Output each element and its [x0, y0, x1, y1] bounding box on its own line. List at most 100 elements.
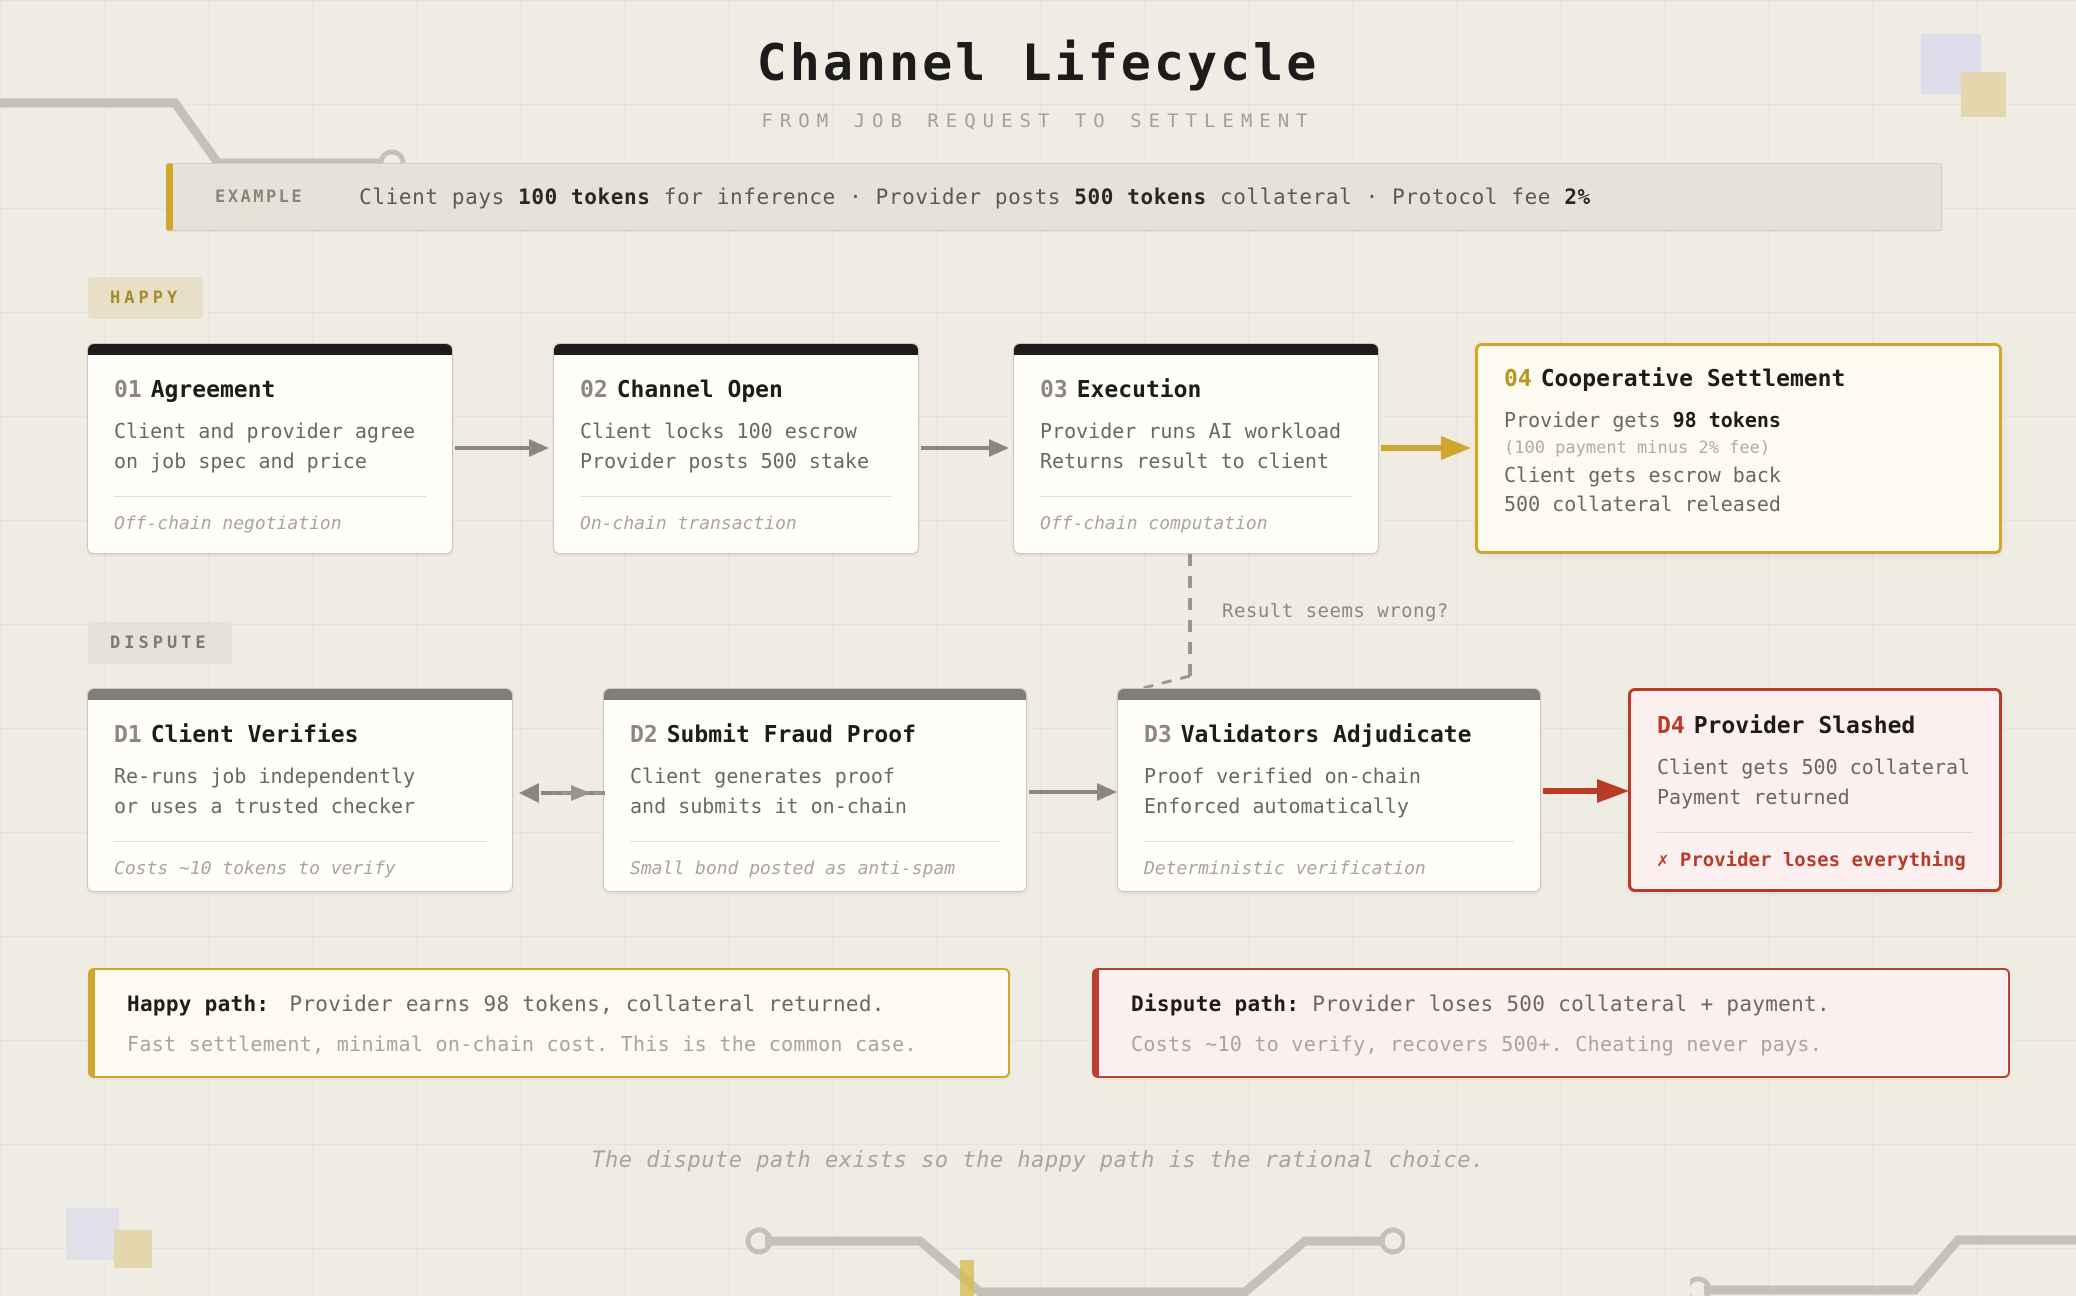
- card-line: Enforced automatically: [1144, 793, 1409, 818]
- card-number: D4: [1657, 713, 1685, 739]
- example-banner: EXAMPLE Client pays 100 tokens for infer…: [166, 163, 1942, 231]
- card-number: D3: [1144, 722, 1172, 748]
- decor-square-lavender-bottom: [66, 1208, 119, 1260]
- branch-label: Result seems wrong?: [1222, 600, 1449, 622]
- card-divider: [580, 496, 892, 498]
- card-title-text: Provider Slashed: [1693, 713, 1916, 739]
- card-line: Client and provider agree: [114, 419, 416, 443]
- card-title: 02 Channel Open: [580, 377, 892, 403]
- page-title: Channel Lifecycle: [756, 34, 1320, 92]
- card-title-text: Execution: [1076, 377, 1202, 403]
- summary-text: Provider loses 500 collateral + payment.: [1312, 992, 1830, 1016]
- card-accent-bar: [604, 689, 1026, 700]
- card-title-text: Validators Adjudicate: [1180, 722, 1472, 748]
- summary-happy-path: Happy path: Provider earns 98 tokens, col…: [88, 968, 1010, 1078]
- card-lines: Client generates proof and submits it on…: [630, 762, 1000, 821]
- arrow-03-to-04: [1381, 436, 1471, 460]
- card-divider: [1657, 832, 1973, 834]
- card-title: 03 Execution: [1040, 377, 1352, 403]
- card-title: D4 Provider Slashed: [1657, 713, 1973, 739]
- arrow-d2-to-d1: [519, 783, 605, 803]
- card-footnote: Small bond posted as anti-spam: [630, 858, 956, 880]
- card-line: Client generates proof: [630, 764, 895, 788]
- card-line: PProvider gets 98 tokens: [1504, 408, 1781, 432]
- card-line: Returns result to client: [1040, 448, 1329, 473]
- card-accent-bar: [88, 689, 512, 700]
- card-lines: PProvider gets 98 tokens (100 payment mi…: [1504, 406, 1973, 520]
- card-number: D2: [630, 722, 658, 748]
- card-number: 04: [1504, 366, 1532, 392]
- circuit-trace-bottom-right: [1690, 1235, 2076, 1296]
- card-footnote: Off-chain computation: [1040, 513, 1268, 535]
- card-validators-adjudicate[interactable]: D3 Validators Adjudicate Proof verified o…: [1117, 688, 1541, 892]
- summary-line-1: Dispute path: Provider loses 500 collate…: [1131, 992, 1976, 1016]
- card-channel-open[interactable]: 02 Channel Open Client locks 100 escrow P…: [553, 343, 919, 554]
- arrow-02-to-03: [921, 439, 1009, 457]
- card-divider: [114, 841, 486, 843]
- card-divider: [630, 841, 1000, 843]
- decor-square-sand-bottom: [114, 1230, 152, 1268]
- header: Channel Lifecycle FROM JOB REQUEST TO SE…: [0, 34, 2076, 132]
- card-line: 500 collateral released: [1504, 492, 1781, 517]
- card-divider: [1040, 496, 1352, 498]
- card-divider: [114, 496, 426, 498]
- card-line: Provider runs AI workload: [1040, 419, 1342, 443]
- card-lines: Proof verified on-chain Enforced automat…: [1144, 762, 1514, 821]
- example-text: Client pays 100 tokens for inference · P…: [359, 185, 1591, 209]
- card-footnote: Costs ~10 tokens to verify: [114, 858, 396, 880]
- summary-label: Dispute path:: [1131, 992, 1300, 1016]
- arrow-d3-to-d4: [1543, 779, 1629, 803]
- card-accent-bar: [88, 344, 452, 355]
- summary-dispute-path: Dispute path: Provider loses 500 collate…: [1092, 968, 2010, 1078]
- summary-line-1: Happy path: Provider earns 98 tokens, col…: [127, 992, 976, 1016]
- card-title-text: Channel Open: [616, 377, 783, 403]
- card-line: Client gets 500 collateral: [1657, 755, 1971, 779]
- card-divider: [1144, 841, 1514, 843]
- card-number: 03: [1040, 377, 1068, 403]
- card-footnote: Off-chain negotiation: [114, 513, 342, 535]
- card-lines: Client gets 500 collateral Payment retur…: [1657, 753, 1973, 812]
- summary-text: Provider earns 98 tokens, collateral ret…: [289, 992, 885, 1016]
- card-number: 02: [580, 377, 608, 403]
- card-line: and submits it on-chain: [630, 793, 907, 818]
- card-lines: Re-runs job independently or uses a trus…: [114, 762, 486, 821]
- footer-note: The dispute path exists so the happy pat…: [591, 1148, 1485, 1173]
- card-title: D1 Client Verifies: [114, 722, 486, 748]
- card-line: Re-runs job independently: [114, 764, 416, 788]
- card-accent-bar: [1014, 344, 1378, 355]
- card-accent-bar: [1118, 689, 1540, 700]
- card-line: Proof verified on-chain: [1144, 764, 1421, 788]
- card-line: or uses a trusted checker: [114, 793, 416, 818]
- page-subtitle: FROM JOB REQUEST TO SETTLEMENT: [761, 110, 1315, 132]
- card-cooperative-settlement[interactable]: 04 Cooperative Settlement PProvider gets …: [1475, 343, 2002, 554]
- card-line: Client locks 100 escrow: [580, 419, 857, 443]
- example-tag-label: EXAMPLE: [215, 187, 305, 207]
- branch-connector-dashed: [1120, 554, 1192, 694]
- arrow-01-to-02: [455, 439, 549, 457]
- circuit-trace-bottom-center: [745, 1227, 1405, 1296]
- card-title-text: Cooperative Settlement: [1540, 366, 1846, 392]
- card-footnote: On-chain transaction: [580, 513, 797, 535]
- card-provider-slashed[interactable]: D4 Provider Slashed Client gets 500 colla…: [1628, 688, 2002, 892]
- card-number: 01: [114, 377, 142, 403]
- summary-line-2: Costs ~10 to verify, recovers 500+. Chea…: [1131, 1032, 1823, 1056]
- lane-chip-happy: HAPPY: [88, 277, 204, 319]
- card-title-text: Client Verifies: [150, 722, 359, 748]
- card-footnote: ✗ Provider loses everything: [1657, 849, 1966, 872]
- card-execution[interactable]: 03 Execution Provider runs AI workload Re…: [1013, 343, 1379, 554]
- card-lines: Client and provider agree on job spec an…: [114, 417, 426, 476]
- card-submit-fraud-proof[interactable]: D2 Submit Fraud Proof Client generates pr…: [603, 688, 1027, 892]
- card-title: D3 Validators Adjudicate: [1144, 722, 1514, 748]
- summary-line-2: Fast settlement, minimal on-chain cost. …: [127, 1032, 917, 1056]
- card-title: D2 Submit Fraud Proof: [630, 722, 1000, 748]
- card-title-text: Submit Fraud Proof: [666, 722, 916, 748]
- card-line: Provider posts 500 stake: [580, 448, 869, 473]
- card-client-verifies[interactable]: D1 Client Verifies Re-runs job independen…: [87, 688, 513, 892]
- summary-label: Happy path:: [127, 992, 270, 1016]
- card-line-dim: (100 payment minus 2% fee): [1504, 437, 1771, 458]
- card-number: D1: [114, 722, 142, 748]
- card-line: Client gets escrow back: [1504, 462, 1781, 487]
- card-line: on job spec and price: [114, 448, 367, 473]
- card-accent-bar: [554, 344, 918, 355]
